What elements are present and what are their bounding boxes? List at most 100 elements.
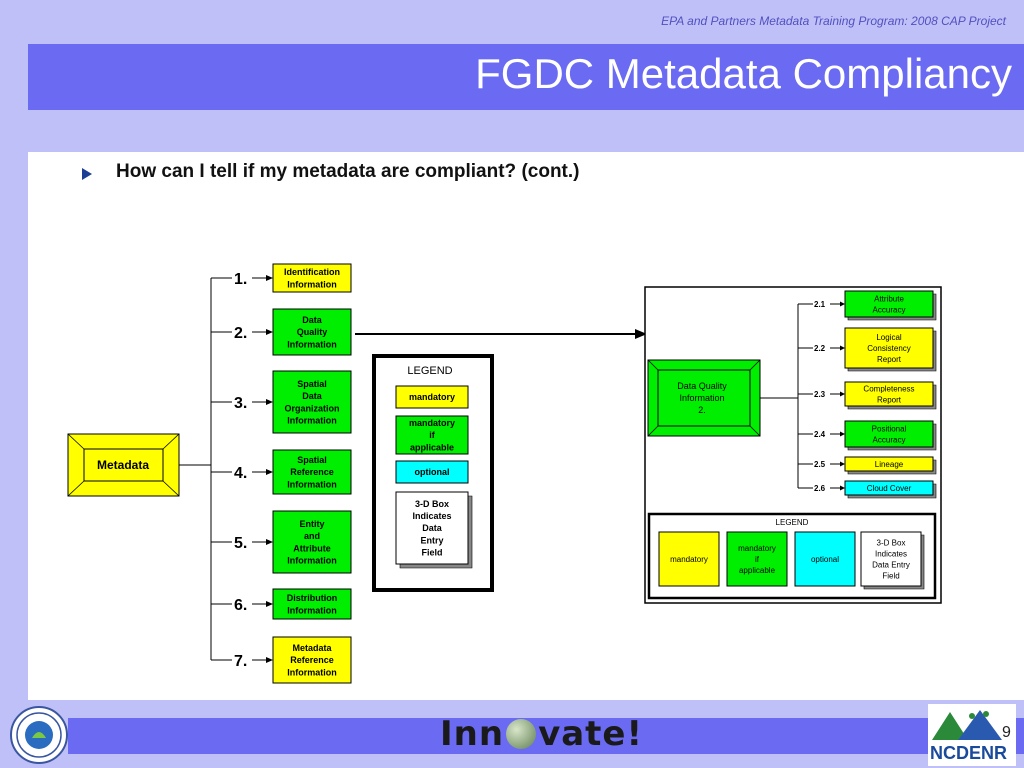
legend-label: mandatory bbox=[738, 544, 776, 553]
page-number: 9 bbox=[1002, 724, 1011, 741]
legend-label: 3-D Box bbox=[877, 538, 906, 547]
section-label: Organization bbox=[284, 403, 339, 413]
section-number: 5. bbox=[234, 535, 247, 552]
sub-section-label: Positional bbox=[872, 424, 907, 433]
section-label: and bbox=[304, 531, 320, 541]
section-label: Information bbox=[287, 667, 337, 677]
section-label: Quality bbox=[297, 327, 328, 337]
footer-bar bbox=[68, 718, 1024, 754]
legend-label: Indicates bbox=[875, 549, 907, 558]
legend-label: Data bbox=[422, 523, 443, 533]
sub-section-label: Completeness bbox=[863, 384, 914, 393]
innovate-logo: Inn vate! bbox=[440, 712, 643, 756]
sub-section-box bbox=[844, 381, 937, 410]
title-bar: FGDC Metadata Compliancy bbox=[28, 44, 1024, 110]
legend-item bbox=[794, 531, 856, 587]
section-label: Attribute bbox=[293, 543, 331, 553]
section-label: Information bbox=[287, 555, 337, 565]
sub-section-number: 2.6 bbox=[814, 484, 826, 493]
sub-section-number: 2.5 bbox=[814, 460, 826, 469]
legend-label: Entry bbox=[420, 535, 443, 545]
section-label: Distribution bbox=[287, 593, 338, 603]
section-label: Information bbox=[287, 605, 337, 615]
ncdenr-brand: NCDENR bbox=[930, 743, 1008, 763]
legend-label: applicable bbox=[410, 442, 454, 452]
section-label: Spatial bbox=[297, 455, 327, 465]
sub-section-label: Attribute bbox=[874, 294, 904, 303]
legend-label: Field bbox=[421, 548, 442, 558]
section-label: Information bbox=[287, 415, 337, 425]
legend-item bbox=[395, 460, 469, 484]
section-number: 7. bbox=[234, 653, 247, 670]
bullet-arrow-icon bbox=[82, 168, 92, 180]
sub-section-label: Lineage bbox=[875, 460, 904, 469]
globe-icon bbox=[506, 719, 537, 749]
sub-section-label: Report bbox=[877, 395, 902, 404]
section-number: 3. bbox=[234, 395, 247, 412]
legend-label: mandatory bbox=[409, 392, 455, 402]
section-box bbox=[272, 636, 352, 684]
legend-item bbox=[658, 531, 720, 587]
sub-section-label: Accuracy bbox=[873, 305, 906, 314]
page-title: FGDC Metadata Compliancy bbox=[475, 50, 1012, 97]
section-label: Metadata bbox=[292, 643, 332, 653]
sub-section-label: Report bbox=[877, 355, 902, 364]
sub-section-box bbox=[844, 480, 937, 499]
legend-label: 3-D Box bbox=[415, 499, 449, 509]
sub-section-box bbox=[844, 327, 937, 372]
section-box bbox=[272, 510, 352, 574]
legend-label: Indicates bbox=[412, 511, 451, 521]
section-number: 2. bbox=[234, 325, 247, 342]
sub-section-label: Consistency bbox=[867, 344, 911, 353]
section-label: Data bbox=[302, 391, 323, 401]
innovate-logo-right: vate! bbox=[538, 714, 643, 754]
sub-section-number: 2.2 bbox=[814, 344, 826, 353]
sub-section-label: Logical bbox=[876, 333, 902, 342]
ncdenr-logo: NCDENR bbox=[928, 704, 1016, 766]
legend-label: applicable bbox=[739, 566, 776, 575]
legend-label: if bbox=[429, 430, 436, 440]
legend-item bbox=[395, 415, 469, 455]
sub-section-box bbox=[844, 290, 937, 321]
section-box bbox=[272, 370, 352, 434]
metadata-root-box: Metadata bbox=[67, 433, 180, 497]
legend-label: mandatory bbox=[670, 555, 708, 564]
legend-title: LEGEND bbox=[776, 518, 809, 527]
innovate-logo-left: Inn bbox=[440, 714, 505, 754]
section-label: Information bbox=[287, 279, 337, 289]
legend-label: Data Entry bbox=[872, 560, 910, 569]
data-quality-root-label: Information bbox=[679, 393, 724, 403]
sub-section-box bbox=[844, 420, 937, 451]
section-number: 1. bbox=[234, 271, 247, 288]
header-tagline: EPA and Partners Metadata Training Progr… bbox=[661, 14, 1006, 28]
legend-item bbox=[395, 385, 469, 409]
section-label: Identification bbox=[284, 267, 340, 277]
bullet-question: How can I tell if my metadata are compli… bbox=[116, 161, 580, 182]
section-box bbox=[272, 308, 352, 356]
sub-section-box bbox=[844, 456, 937, 475]
legend-box: LEGENDmandatorymandatoryifapplicableopti… bbox=[372, 354, 494, 592]
legend-label: optional bbox=[811, 555, 839, 564]
connector-arrow bbox=[355, 329, 647, 339]
section-label: Data bbox=[302, 315, 323, 325]
epa-seal-logo bbox=[10, 706, 68, 764]
sub-section-number: 2.1 bbox=[814, 300, 826, 309]
legend-label: optional bbox=[415, 467, 450, 477]
legend-box: LEGEND mandatory mandatory if applicable opti… bbox=[647, 512, 937, 600]
section-box bbox=[272, 449, 352, 495]
section-number: 4. bbox=[234, 465, 247, 482]
sub-section-number: 2.4 bbox=[814, 430, 826, 439]
legend-title: LEGEND bbox=[407, 365, 452, 377]
legend-item bbox=[726, 531, 788, 587]
section-label: Spatial bbox=[297, 379, 327, 389]
metadata-root-label: Metadata bbox=[97, 458, 149, 472]
section-label: Entity bbox=[299, 519, 324, 529]
section-label: Information bbox=[287, 479, 337, 489]
data-quality-root-label: Data Quality bbox=[677, 381, 727, 391]
data-quality-root-label: 2. bbox=[698, 405, 706, 415]
sub-section-label: Cloud Cover bbox=[867, 484, 912, 493]
section-box bbox=[272, 588, 352, 620]
legend-label: if bbox=[755, 555, 760, 564]
legend-item bbox=[395, 491, 473, 569]
